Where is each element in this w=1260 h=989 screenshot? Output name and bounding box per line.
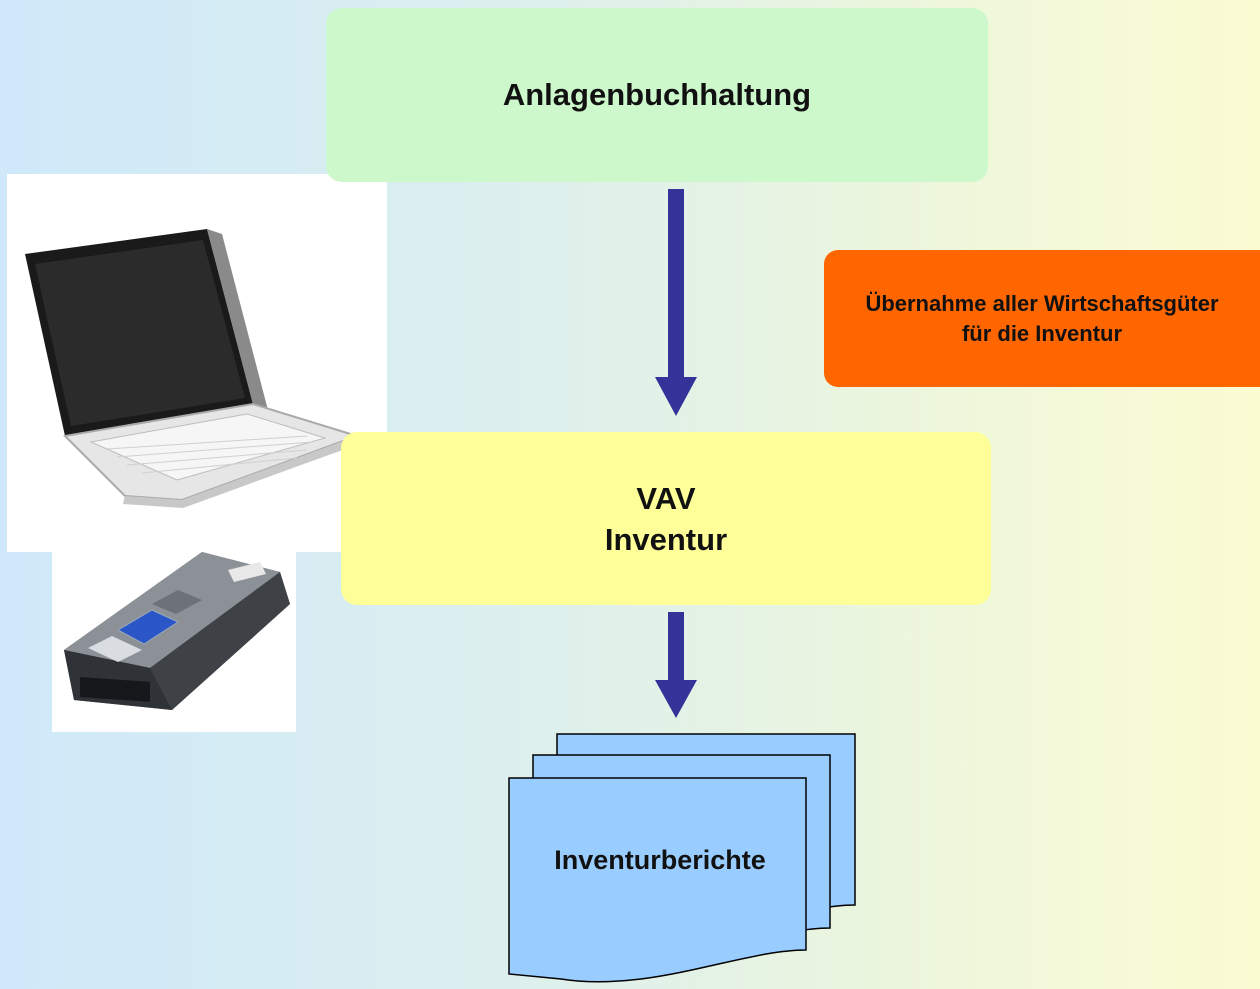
laptop-screen <box>35 240 245 426</box>
scanner-label <box>88 636 142 662</box>
fixed-asset-accounting-label: Anlagenbuchhaltung <box>502 77 812 112</box>
arrow-down-2 <box>655 612 697 718</box>
scanner-window <box>80 676 150 702</box>
laptop-base-edge <box>123 436 359 508</box>
inventory-box-line-1: VAV <box>636 480 696 516</box>
document-stack <box>508 733 856 983</box>
transfer-note-line-2: für die Inventur <box>961 320 1123 346</box>
scanner-image-panel <box>52 540 296 732</box>
scanner-side <box>150 572 290 710</box>
keyboard-keys <box>106 435 313 474</box>
inventory-box-line-2: Inventur <box>604 521 728 557</box>
scanner-logo <box>228 562 266 582</box>
laptop-icon <box>25 229 361 508</box>
transfer-note-line-1: Übernahme aller Wirtschaftsgüter <box>865 290 1219 316</box>
inventory-box: VAV Inventur <box>341 432 991 605</box>
laptop-lid-edge <box>207 229 269 414</box>
inventory-reports-label: Inventurberichte <box>554 845 766 875</box>
laptop-image-panel <box>7 174 387 552</box>
barcode-scanner-icon <box>64 552 290 710</box>
transfer-note-box: Übernahme aller Wirtschaftsgüter für die… <box>824 250 1260 387</box>
fixed-asset-accounting-box: Anlagenbuchhaltung <box>326 8 988 182</box>
document-front <box>508 777 807 983</box>
arrow-down-1 <box>655 189 697 416</box>
scanner-button <box>116 609 180 645</box>
scanner-key <box>152 590 202 614</box>
